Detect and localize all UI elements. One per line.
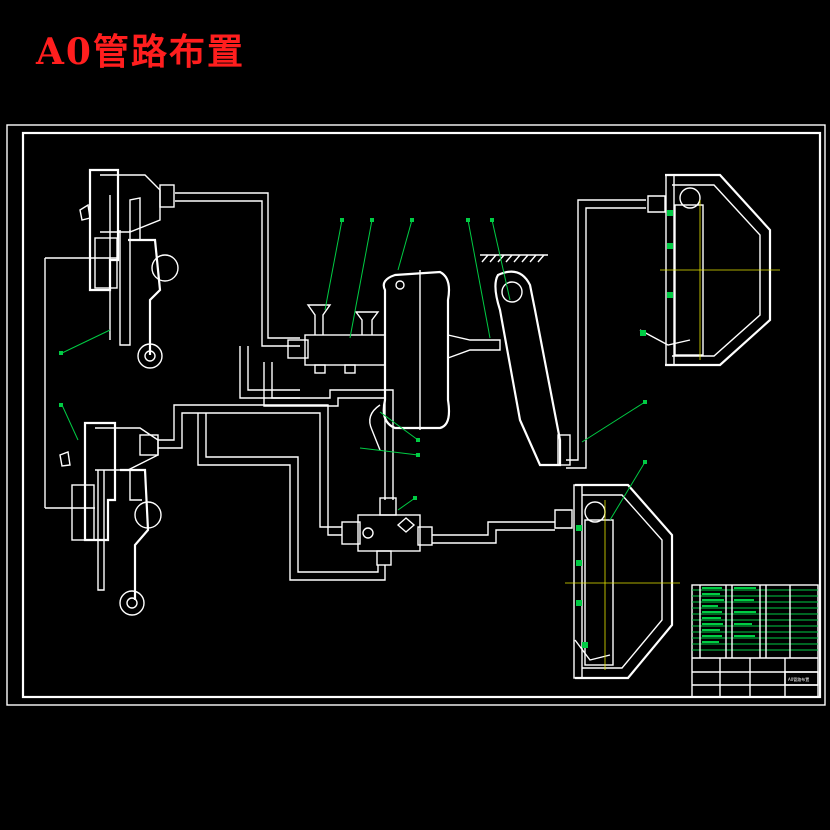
upper-left-caliper [44,168,179,508]
brake-pedal [480,254,571,467]
lower-left-caliper [45,421,162,616]
outer-frame [6,124,826,706]
title-block: A0管路布置 [691,584,819,698]
drawing-title: A0管路布置 [36,31,245,73]
brake-pipes [158,192,646,581]
callout-leaders [59,218,647,521]
caliper-highlights [576,210,673,648]
master-cylinder-booster [287,270,501,451]
lower-right-caliper [554,483,680,680]
inner-frame [21,131,822,699]
proportioning-valve [341,497,433,566]
upper-right-caliper [639,173,780,367]
bom-rows [692,585,818,658]
title-block-drawing-title: A0管路布置 [788,676,809,682]
